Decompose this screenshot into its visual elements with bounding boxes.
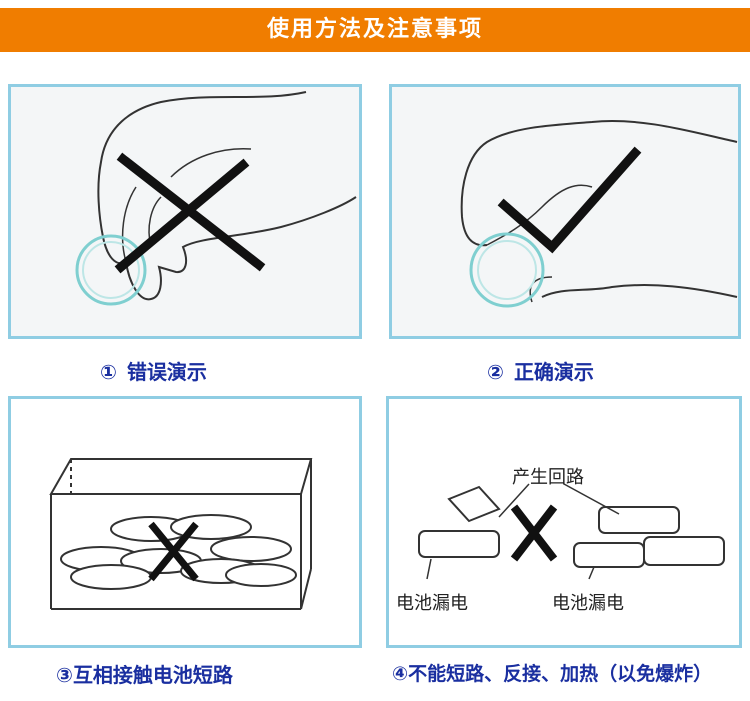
- caption-correct-demo: ② 正确演示: [487, 356, 594, 385]
- caption-text: 互相接触电池短路: [72, 663, 233, 687]
- wrong-cross-icon: [148, 521, 199, 582]
- panel-leakage: 产生回路 电池漏电 电池漏电: [386, 396, 742, 648]
- caption-short-circuit: ③互相接触电池短路: [56, 659, 233, 688]
- wrong-cross-icon: [510, 504, 558, 562]
- label-leak-right: 电池漏电: [552, 593, 624, 614]
- batteries-in-box-illustration: [49, 458, 313, 610]
- hand-holding-battery-wrong-illustration: [11, 87, 359, 336]
- caption-number: ①: [100, 360, 117, 384]
- battery-circuit-illustration: [418, 483, 725, 580]
- panel-short-circuit-box: [8, 396, 362, 648]
- page-title: 使用方法及注意事项: [266, 17, 483, 42]
- label-circuit: 产生回路: [512, 467, 584, 488]
- caption-warning: ④不能短路、反接、加热（以免爆炸）: [392, 659, 712, 686]
- caption-text: 不能短路、反接、加热（以免爆炸）: [408, 663, 713, 685]
- hand-holding-battery-correct-illustration: [392, 87, 738, 336]
- caption-number: ④: [392, 663, 409, 685]
- panel-correct-demo: [389, 84, 741, 339]
- caption-text: 正确演示: [513, 360, 594, 384]
- label-leak-left: 电池漏电: [396, 593, 468, 614]
- caption-number: ②: [487, 360, 504, 384]
- panel-wrong-demo: [8, 84, 362, 339]
- wrong-cross-icon: [114, 152, 266, 274]
- caption-wrong-demo: ① 错误演示: [100, 356, 207, 385]
- caption-text: 错误演示: [126, 360, 207, 384]
- correct-check-icon: [497, 146, 642, 254]
- caption-number: ③: [56, 663, 73, 687]
- page-header: 使用方法及注意事项: [0, 8, 750, 52]
